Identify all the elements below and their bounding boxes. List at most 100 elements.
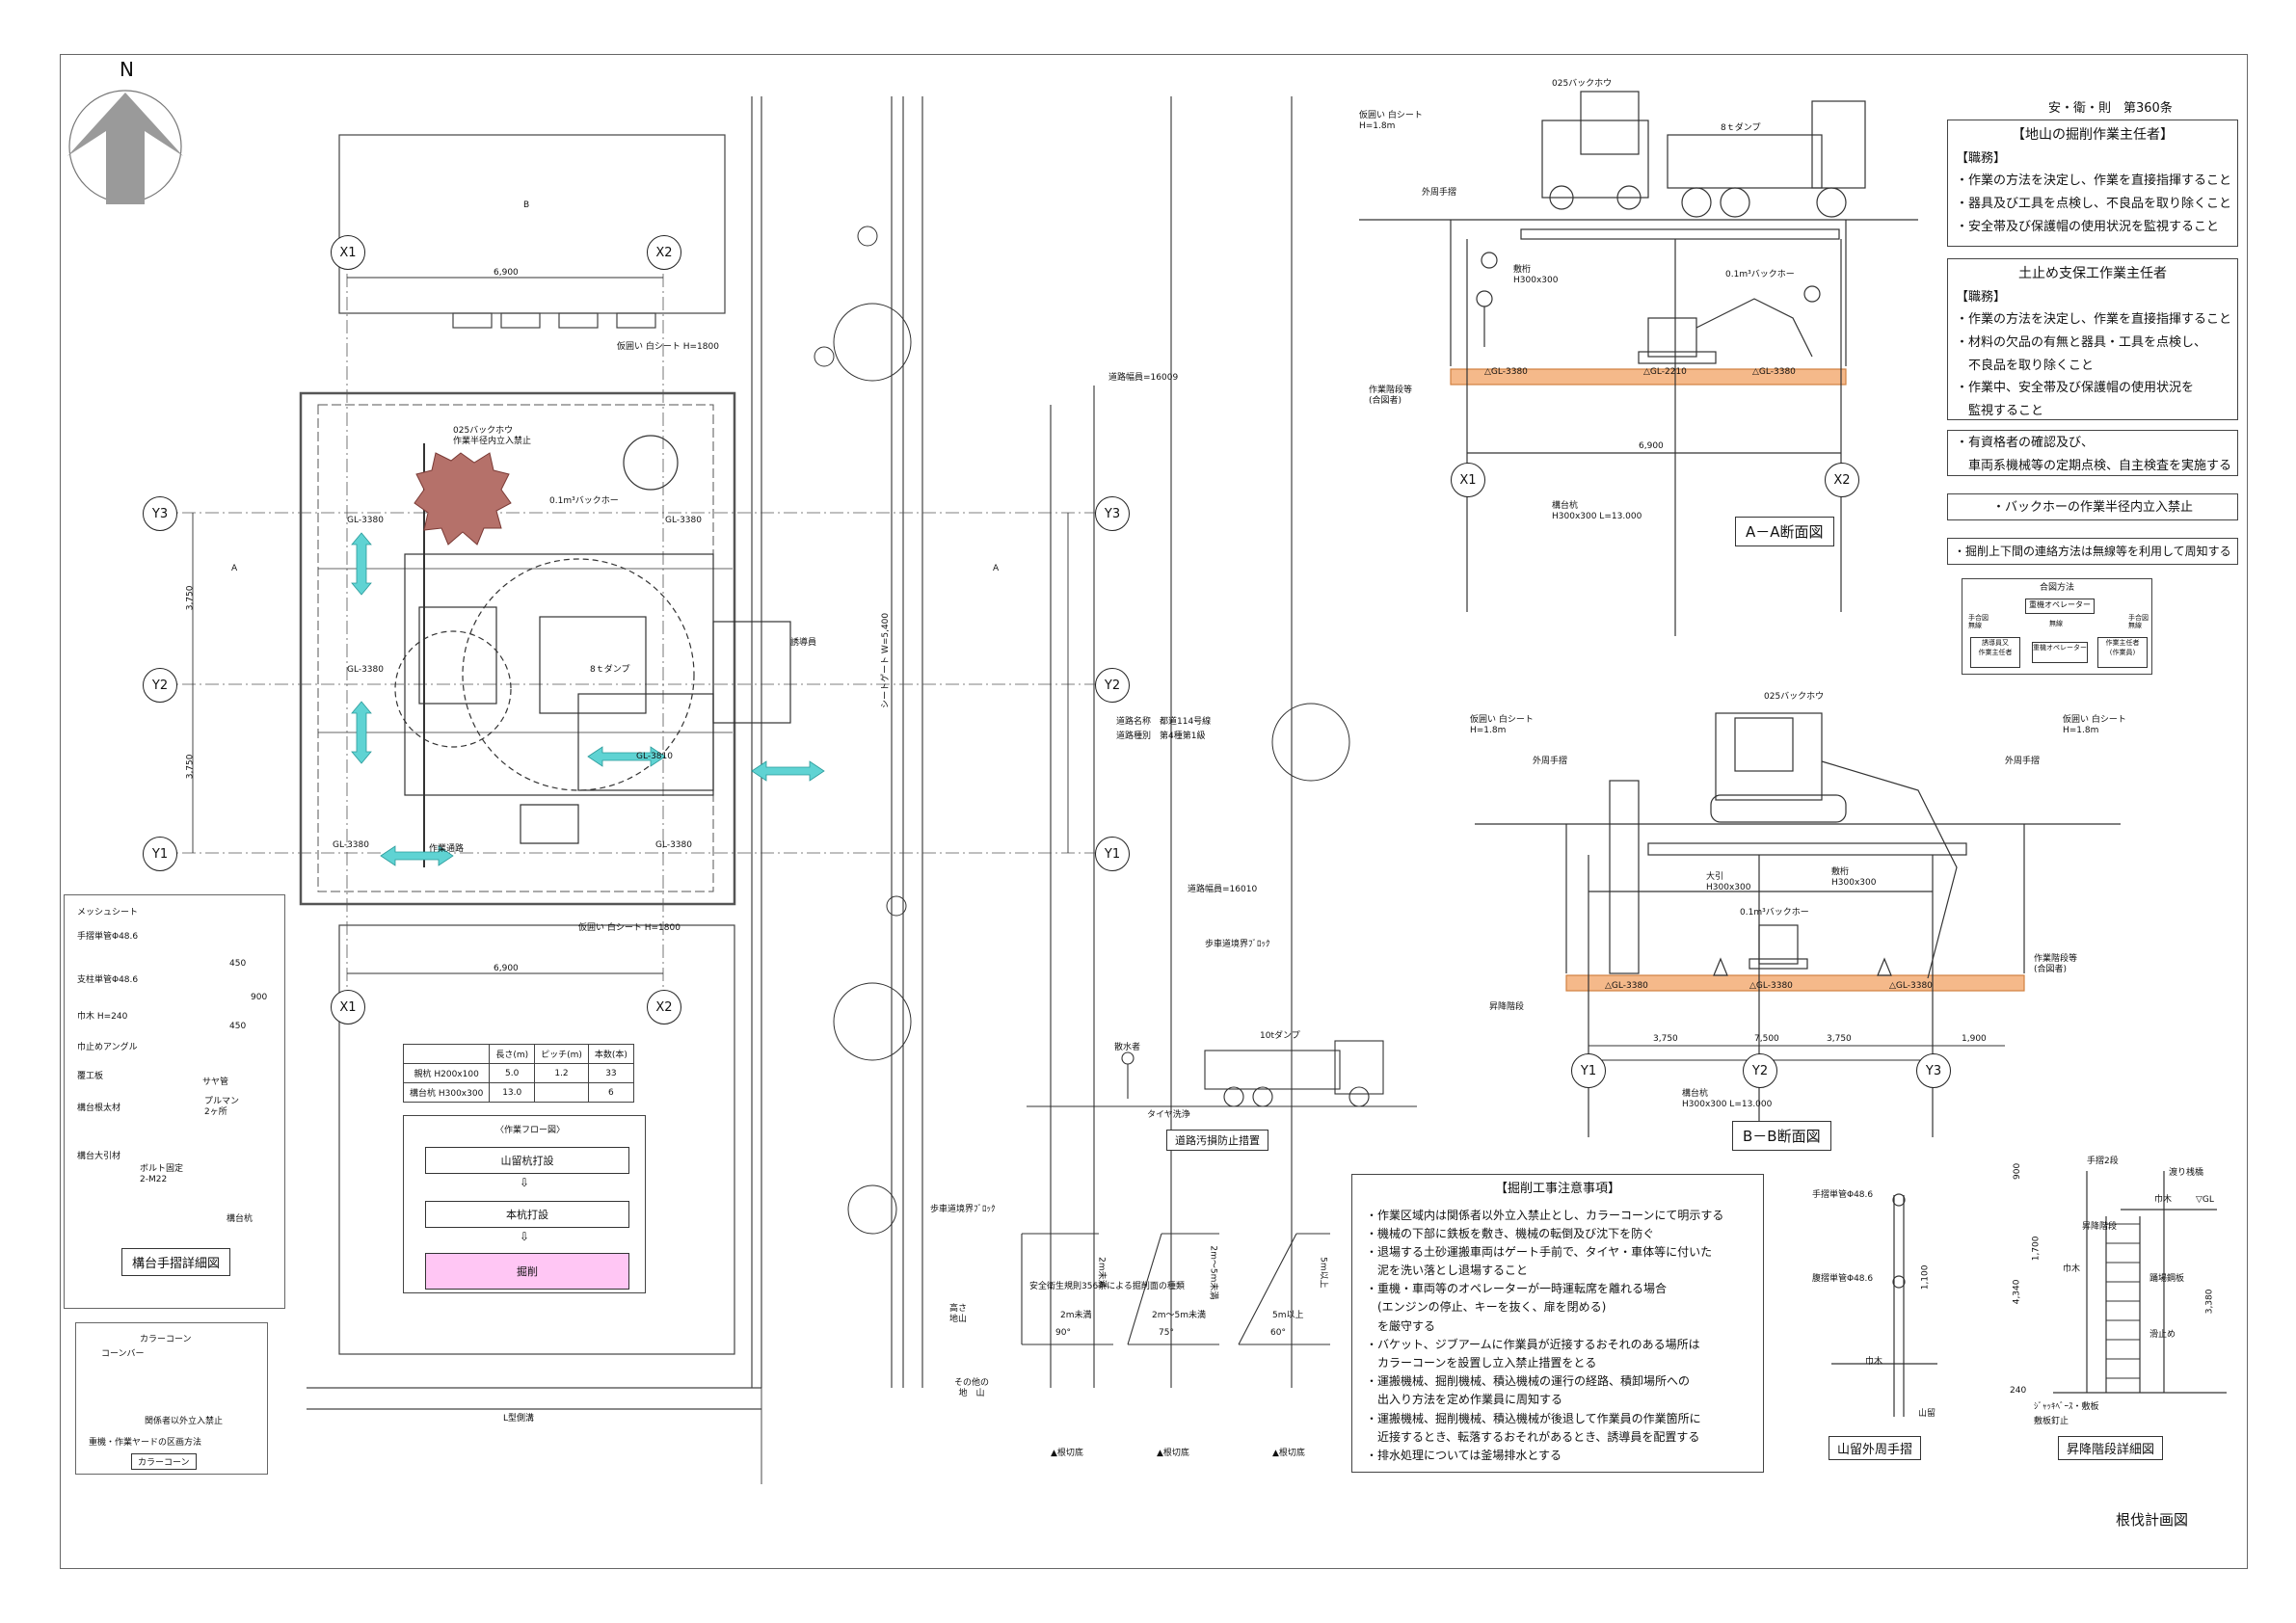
trestle-dim-3: 450 xyxy=(229,1022,247,1031)
duty-2-1: ・作業の方法を決定し、作業を直接指揮すること xyxy=(1956,312,2232,328)
stair-gl: ▽GL xyxy=(2196,1195,2214,1205)
duty-2-3: 不良品を取り除くこと xyxy=(1956,358,2095,373)
slope-head-left: 高さ 地山 xyxy=(949,1304,968,1324)
aa-dim: 6,900 xyxy=(1639,441,1664,451)
slope-angle-2: 75° xyxy=(1159,1328,1174,1338)
yamadome-label-3: 巾木 xyxy=(1865,1357,1883,1367)
grid-bubble-y1-right: Y1 xyxy=(1095,837,1130,871)
stair-dim-5: 240 xyxy=(2010,1386,2027,1396)
regulation-label: 安・衛・則 第360条 xyxy=(2048,101,2173,116)
signal-operator-box: 重機オペレーター xyxy=(2025,599,2095,614)
pile-cell: 親杭 H200x100 xyxy=(402,1063,491,1083)
aa-backhoe-top: 025バックホウ xyxy=(1552,79,1613,89)
slope-height-2: 2m～5m未満 xyxy=(1208,1245,1218,1300)
stair-label-9: 敷板釘止 xyxy=(2034,1417,2069,1426)
road-pollution-label-2: 10tダンプ xyxy=(1260,1031,1300,1041)
caution-item: カラーコーンを設置し立入禁止措置をとる xyxy=(1366,1356,1597,1370)
plan-road-name: 道路名称 都道114号線 道路種別 第4種第1級 xyxy=(1116,717,1212,742)
grid-bubble-x2-bottom: X2 xyxy=(647,990,681,1024)
caution-item: ・作業区域内は関係者以外立入禁止とし、カラーコーンにて明示する xyxy=(1366,1208,1724,1222)
slope-base-2: ▲根切底 xyxy=(1157,1449,1189,1458)
signal-title: 合図方法 xyxy=(2040,583,2075,593)
table-row: 長さ(m) ピッチ(m) 本数(本) xyxy=(402,1044,634,1064)
flow-step-3: 掘削 xyxy=(425,1253,629,1290)
bb-dim-1: 3,750 xyxy=(1653,1034,1678,1044)
yamadome-label-1: 手摺単管Φ48.6 xyxy=(1812,1190,1874,1200)
bb-gl-1: △GL-3380 xyxy=(1605,981,1648,991)
pile-head-0 xyxy=(402,1044,491,1064)
signal-box-2: 重機オペレーター xyxy=(2032,642,2088,663)
bb-fence-right: 仮囲い 白シート H=1.8m xyxy=(2063,715,2126,735)
trestle-dim-1: 450 xyxy=(229,959,247,969)
bb-beam: 敷桁 H300x300 xyxy=(1831,867,1877,888)
trestle-label-1: メッシュシート xyxy=(77,908,139,918)
slope-drawings xyxy=(1021,1233,1330,1345)
duty-2-2: ・材料の欠品の有無と器具・工具を点検し、 xyxy=(1956,334,2207,350)
caution-item: ・機械の下部に鉄板を敷き、機械の転倒及び沈下を防ぐ xyxy=(1366,1226,1655,1240)
plan-road-width-top: 道路幅員=16009 xyxy=(1108,373,1179,383)
stair-label-8: ｼﾞｬｯｷﾍﾞｰｽ・敷板 xyxy=(2034,1402,2099,1412)
pile-table: 長さ(m) ピッチ(m) 本数(本) 親杭 H200x100 5.0 1.2 3… xyxy=(402,1044,634,1103)
stair-label-4: 昇降階段 xyxy=(2082,1222,2118,1232)
slope-angle-3: 60° xyxy=(1270,1328,1286,1338)
grid-bubble-y3-right: Y3 xyxy=(1095,496,1130,531)
caution-item: ・バケット、ジブアームに作業員が近接するおそれのある場所は xyxy=(1366,1337,1700,1351)
bb-stair: 作業階段等 (合図者) xyxy=(2034,954,2078,974)
trestle-title: 構台手摺詳細図 xyxy=(121,1248,231,1276)
yamadome-handrail-drawing xyxy=(1831,1193,1937,1417)
bb-grid-y2: Y2 xyxy=(1743,1053,1777,1088)
grid-bubble-x1-bottom: X1 xyxy=(331,990,365,1024)
aa-fence: 仮囲い 白シート H=1.8m xyxy=(1359,111,1423,131)
work-flow-box: 〈作業フロー図〉 山留杭打設 ⇩ 本杭打設 ⇩ 掘削 xyxy=(403,1115,646,1293)
plan-backhoe-note: 025バックホウ 作業半径内立入禁止 xyxy=(453,426,532,446)
cone-label-1: カラーコーン xyxy=(140,1335,192,1344)
plan-dim-y2: 3,750 xyxy=(185,754,196,780)
cone-detail-box xyxy=(75,1322,268,1475)
plan-a-mark-right: A xyxy=(993,564,1000,573)
plan-dim-x-bottom: 6,900 xyxy=(494,964,519,973)
caution-item: ・運搬機械、掘削機械、積込機械が後退して作業員の作業箇所に xyxy=(1366,1411,1701,1425)
excavation-chief-title: 【地山の掘削作業主任者】 xyxy=(2012,127,2174,143)
aa-title: A－A断面図 xyxy=(1735,517,1834,546)
plan-gl-6: GL-3380 xyxy=(655,840,692,850)
flow-step-1: 山留杭打設 xyxy=(425,1147,629,1174)
pile-cell: 33 xyxy=(587,1063,634,1083)
caution-item: 泥を洗い落とし退場すること xyxy=(1366,1264,1529,1278)
pile-cell: 1.2 xyxy=(534,1063,589,1083)
pile-cell: 13.0 xyxy=(489,1082,536,1103)
caution-item: ・退場する土砂運搬車両はゲート手前で、タイヤ・車体等に付いた xyxy=(1366,1244,1713,1259)
plan-sheet-gate: シートゲート W=5,400 xyxy=(881,612,892,708)
flow-title: 〈作業フロー図〉 xyxy=(495,1126,566,1135)
pile-head-3: 本数(本) xyxy=(587,1044,634,1064)
bb-fence-left: 仮囲い 白シート H=1.8m xyxy=(1470,715,1534,735)
plan-small-backhoe: 0.1m³バックホー xyxy=(549,496,619,506)
caution-item: 出入り方法を定め作業員に周知する xyxy=(1366,1393,1563,1407)
section-aa-lines xyxy=(1359,91,1918,636)
plan-road-width-bottom: 道路幅員=16010 xyxy=(1188,885,1258,894)
road-pollution-label-1: 散水者 xyxy=(1114,1043,1141,1052)
plan-dim-y1: 3,750 xyxy=(185,585,196,611)
aa-small-backhoe: 0.1m³バックホー xyxy=(1725,270,1795,279)
pile-cell xyxy=(534,1082,589,1103)
backhoe-radius-zone xyxy=(414,452,512,545)
aa-gl-3: △GL-3380 xyxy=(1752,367,1796,377)
aa-truck: 8ｔダンプ xyxy=(1721,123,1761,133)
trestle-label-4: 巾木 H=240 xyxy=(77,1012,128,1022)
duty-1-1: ・作業の方法を決定し、作業を直接指揮すること xyxy=(1956,173,2232,189)
caution-item: ・運搬機械、掘削機械、積込機械の運行の経路、積卸場所への xyxy=(1366,1374,1691,1389)
trestle-label-10: プルマン 2ヶ所 xyxy=(204,1097,240,1117)
trestle-label-7: 構台根太材 xyxy=(77,1104,121,1113)
yamadome-label-2: 腹摺単管Φ48.6 xyxy=(1812,1274,1874,1284)
slope-table-title: 安全衛生規則356条による掘削面の種類 xyxy=(1029,1282,1185,1291)
backhoe-note: ・バックホーの作業半径内立入禁止 xyxy=(1991,500,2193,515)
plan-work-path: 作業通路 xyxy=(429,844,465,854)
bb-dim-3: 3,750 xyxy=(1827,1034,1852,1044)
road-pollution-title: 道路汚損防止措置 xyxy=(1166,1130,1268,1151)
plan-sidewalk-lower: 歩車道境界ﾌﾞﾛｯｸ xyxy=(930,1205,996,1214)
plan-gl-2: GL-3380 xyxy=(347,665,384,675)
aa-stair: 作業階段等 (合図者) xyxy=(1369,386,1413,406)
flow-arrow-1: ⇩ xyxy=(520,1176,530,1189)
drawing-frame xyxy=(60,54,2248,1569)
duties-label-2: 【職務】 xyxy=(1956,289,2007,305)
grid-bubble-x1-top: X1 xyxy=(331,235,365,270)
